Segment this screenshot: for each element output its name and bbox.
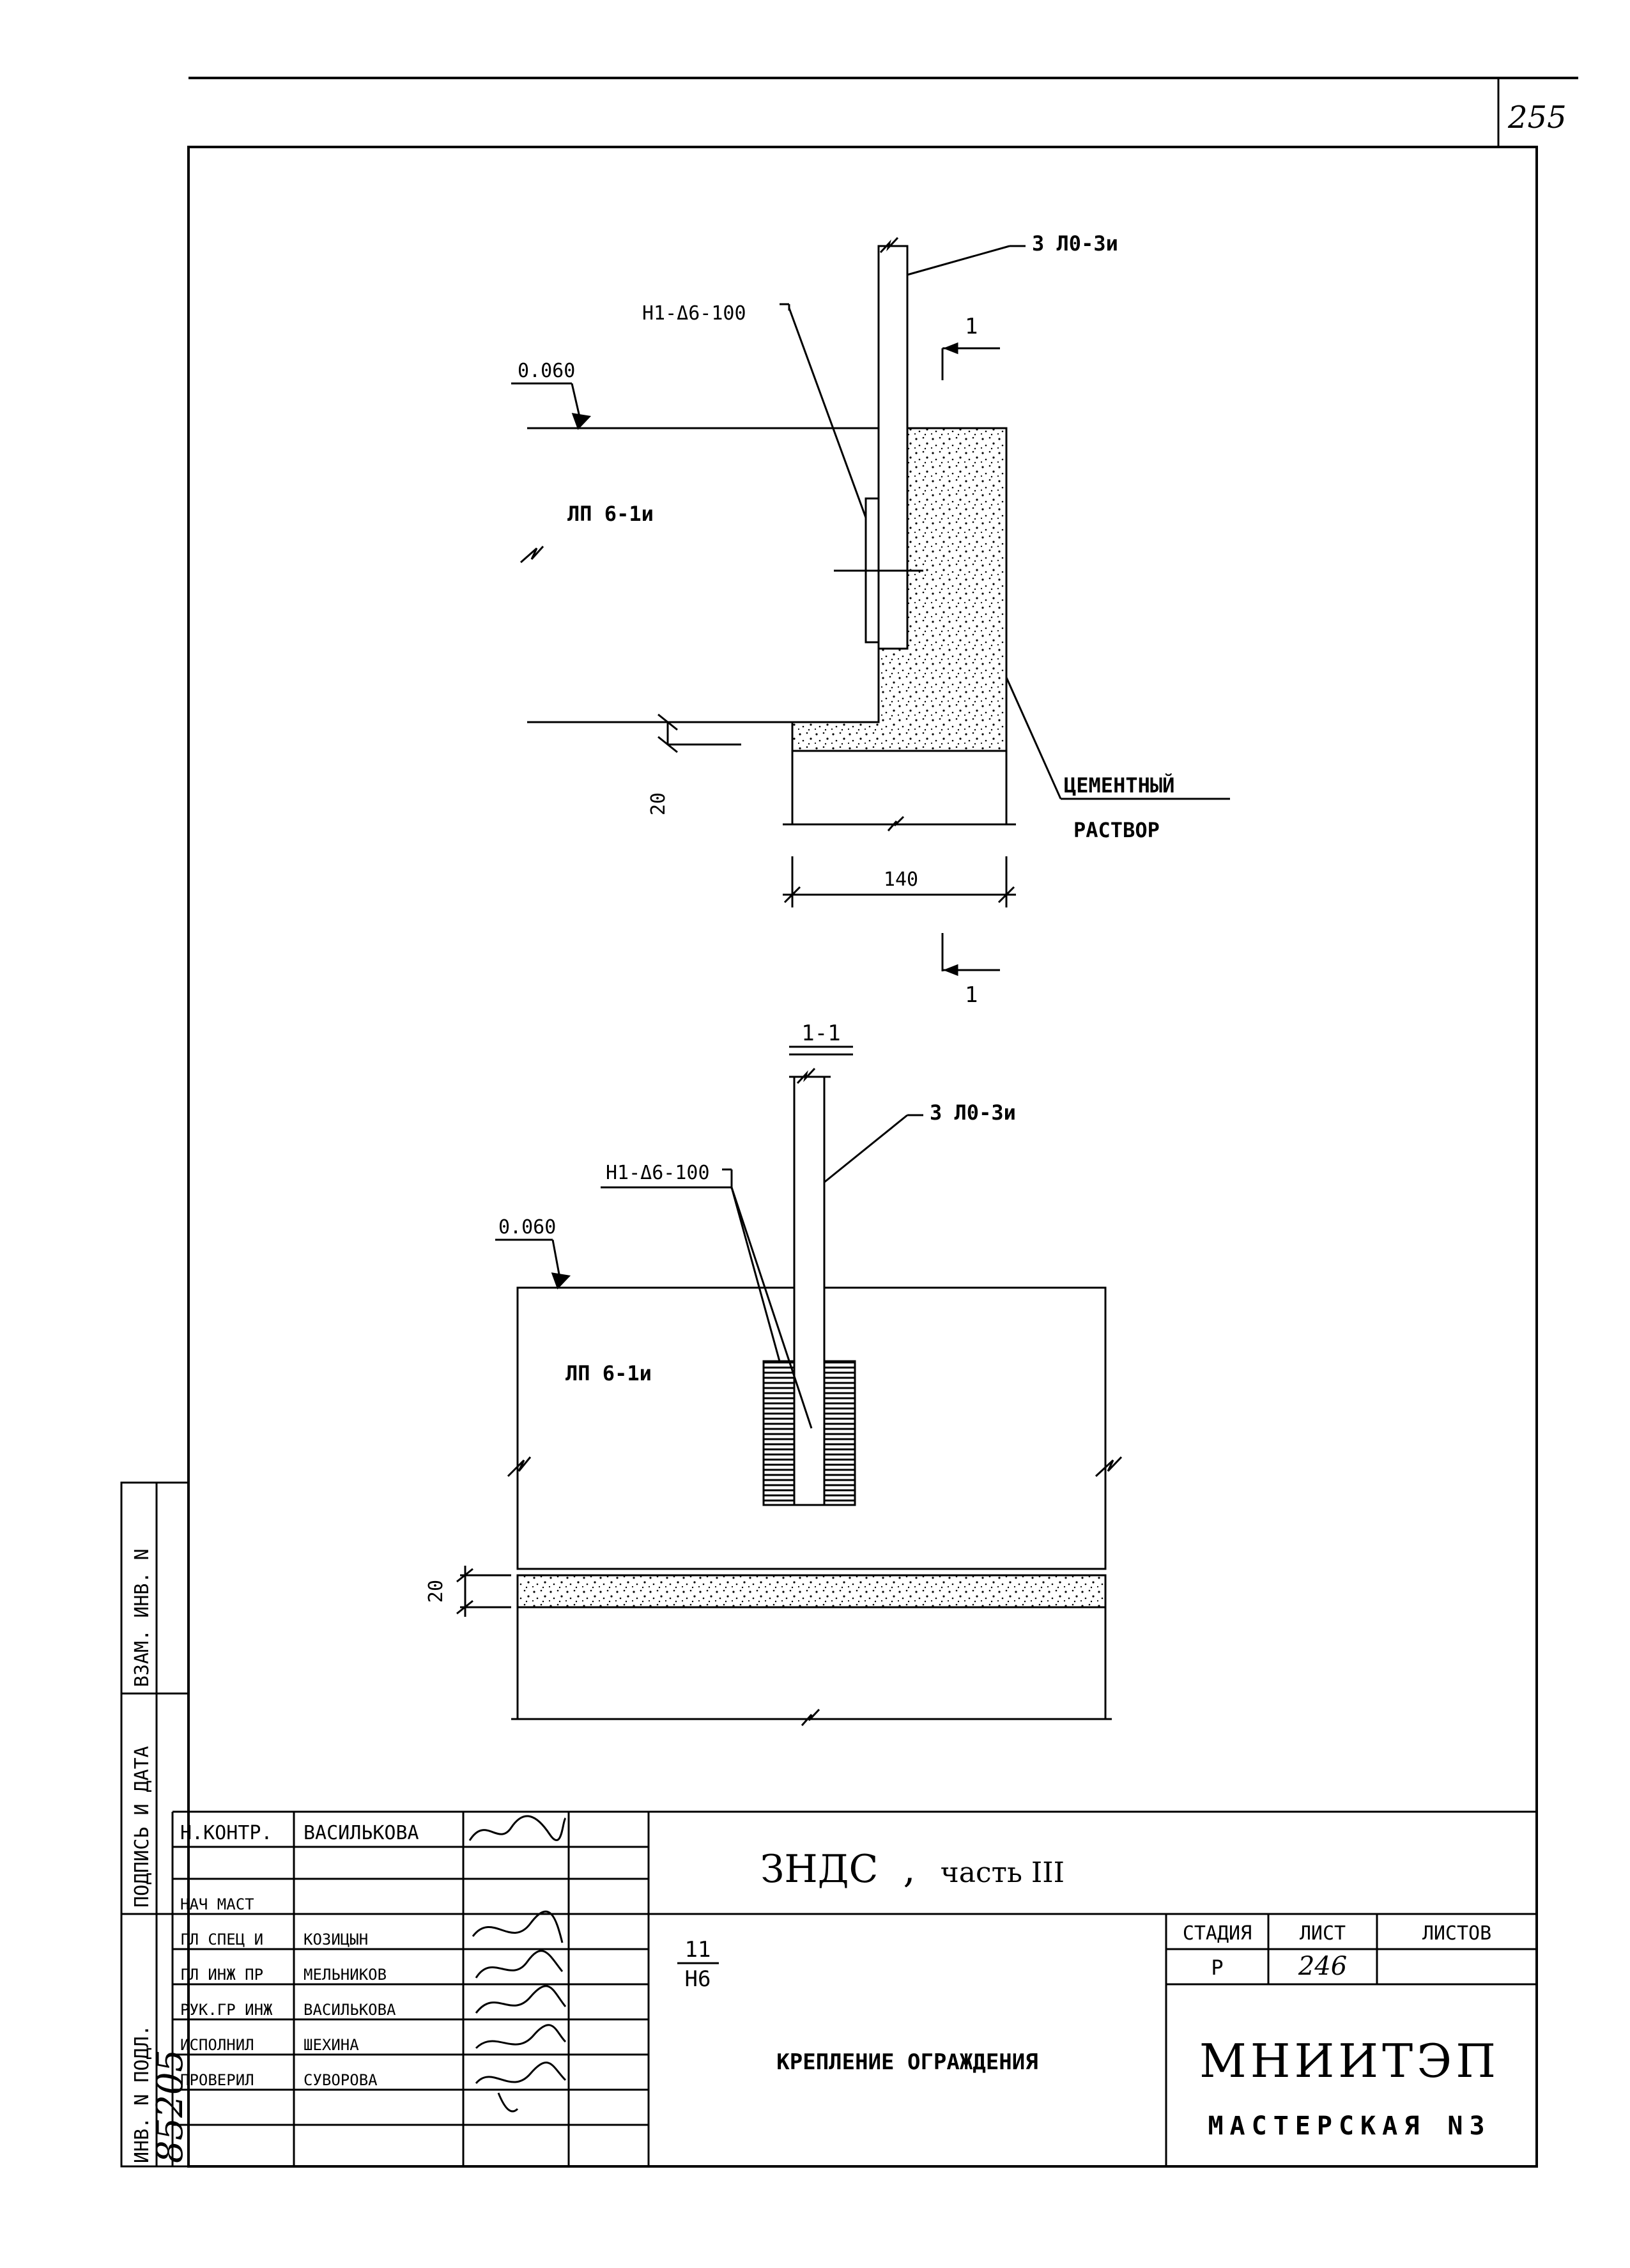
signature	[475, 2062, 567, 2113]
role-cell: НАЧ МАСТ	[180, 1895, 254, 1913]
name-cell: КОЗИЦЫН	[304, 1931, 368, 1948]
post-label-top: 3 Л0-3и	[1032, 231, 1118, 256]
sheets-header: ЛИСТОВ	[1422, 1922, 1491, 1945]
mortar-label-1: ЦЕМЕНТНЫЙ	[1064, 773, 1174, 798]
side-stamp-inv-number: 85205	[150, 2049, 191, 2163]
post-label-bottom: 3 Л0-3и	[930, 1100, 1016, 1125]
sheet-code-numerator: 11	[685, 1937, 711, 1963]
role-cell: РУК.ГР ИНЖ	[180, 2001, 273, 2019]
anchor-hatch-left	[762, 1360, 796, 1506]
mortar-label-2: РАСТВОР	[1073, 818, 1160, 842]
name-cell: ВАСИЛЬКОВА	[304, 1822, 419, 1844]
role-cell: ГЛ ИНЖ ПР	[180, 1966, 263, 1984]
stage-header: СТАДИЯ	[1183, 1922, 1252, 1945]
dim-width-top: 140	[884, 868, 918, 891]
title-block-roles: Н.КОНТР. ВАСИЛЬКОВА НАЧ МАСТ ГЛ СПЕЦ И К…	[180, 1822, 419, 2089]
section-title: 1-1	[801, 1021, 840, 1046]
sheet-value: 246	[1298, 1952, 1347, 1981]
side-stamp-podpis: ПОДПИСЬ И ДАТА	[131, 1746, 153, 1908]
signatures	[468, 1815, 567, 2113]
role-cell: ПРОВЕРИЛ	[180, 2071, 254, 2089]
signature	[475, 1985, 567, 2014]
section-top	[511, 236, 1230, 976]
title-block-grid	[171, 1810, 1537, 2166]
sheet-header: ЛИСТ	[1300, 1922, 1346, 1945]
anchor-hatch-right	[823, 1360, 856, 1506]
side-stamp-inv-podl: ИНВ. N ПОДЛ.	[131, 2025, 153, 2163]
name-cell: СУВОРОВА	[304, 2071, 378, 2089]
post-top	[877, 245, 909, 650]
side-stamp	[120, 1481, 190, 2168]
section-marker-upper: 1	[965, 314, 978, 339]
anchor-label-bottom: Н1-Δ6-100	[606, 1162, 710, 1184]
anchor-label-top: Н1-Δ6-100	[642, 302, 746, 325]
signature	[475, 2024, 567, 2049]
stage-value: Р	[1211, 1956, 1223, 1980]
block-label-top: ЛП 6-1и	[567, 502, 654, 526]
precast-block-top	[527, 427, 880, 723]
role-cell: ИСПОЛНИЛ	[180, 2036, 254, 2054]
post-bottom	[793, 1076, 826, 1506]
org-name: МНИИТЭП	[1199, 2034, 1500, 2088]
project-title: ЗНДС , часть III	[760, 1847, 1065, 1892]
dim-bed-top: 20	[647, 792, 670, 815]
elevation-label-top: 0.060	[518, 360, 575, 382]
name-cell: МЕЛЬНИКОВ	[304, 1966, 387, 1984]
role-cell: Н.КОНТР.	[180, 1822, 273, 1844]
signature	[472, 1910, 564, 1943]
elevation-label-bottom: 0.060	[498, 1216, 556, 1238]
side-stamp-vzam: ВЗАМ. ИНВ. N	[131, 1548, 153, 1687]
block-label-bottom: ЛП 6-1и	[565, 1361, 652, 1385]
drawing-frame	[187, 146, 1538, 2168]
role-cell: ГЛ СПЕЦ И	[180, 1931, 263, 1948]
mortar-bed-bottom	[516, 1574, 1107, 1608]
page-header: 255	[188, 77, 1578, 147]
dim-bed-bottom: 20	[425, 1580, 447, 1603]
signature	[475, 1950, 564, 1979]
name-cell: ШЕХИНА	[304, 2036, 359, 2054]
section-bottom	[456, 1045, 1123, 1726]
sheet-code-denominator: Н6	[685, 1966, 711, 1992]
org-workshop: МАСТЕРСКАЯ N3	[1208, 2111, 1491, 2141]
page-number: 255	[1507, 100, 1567, 135]
sheet-title: КРЕПЛЕНИЕ ОГРАЖДЕНИЯ	[776, 2049, 1038, 2075]
section-marker-lower: 1	[965, 982, 978, 1008]
signature	[468, 1815, 567, 1841]
name-cell: ВАСИЛЬКОВА	[304, 2001, 396, 2019]
